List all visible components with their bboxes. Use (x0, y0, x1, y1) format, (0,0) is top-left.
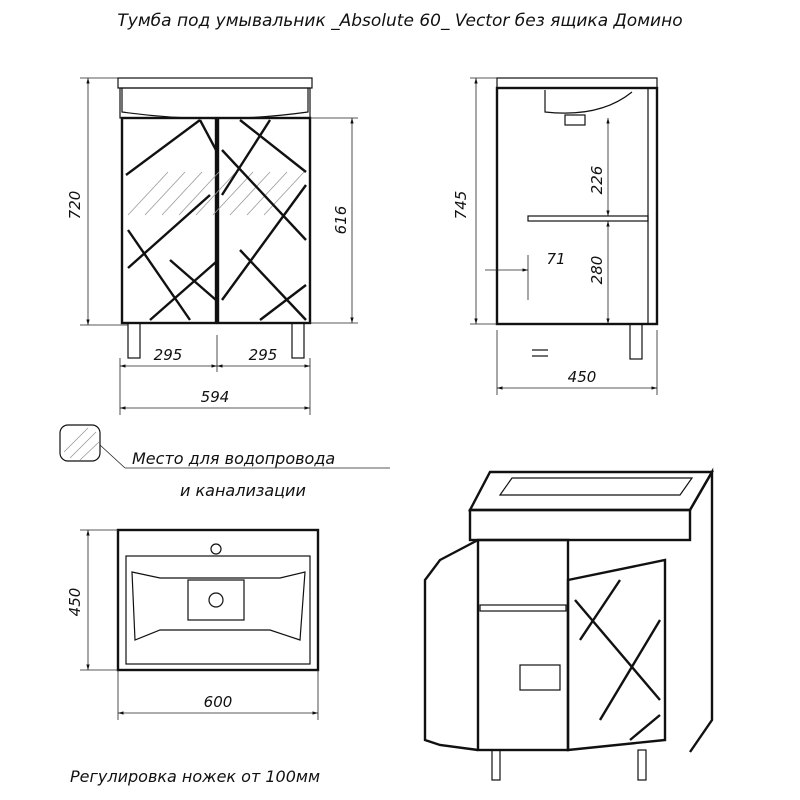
dim-front-height: 720 (66, 191, 84, 220)
top-view: 450 600 (66, 528, 320, 720)
plumbing-zone-hatch (127, 171, 305, 216)
legend: Место для водопровода и канализации (59, 424, 390, 500)
dim-top-width: 600 (204, 693, 233, 711)
dim-upper-gap: 226 (588, 166, 606, 195)
dim-lower-gap: 280 (588, 256, 606, 285)
dim-door-left-width: 295 (154, 346, 183, 364)
dim-side-offset: 71 (546, 250, 565, 268)
drawing-title: Тумба под умывальник _Absolute 60_ Vecto… (117, 11, 682, 31)
dim-side-height: 745 (452, 191, 470, 220)
dim-door-height: 616 (332, 206, 350, 235)
dim-front-width: 594 (201, 388, 230, 406)
dim-top-depth: 450 (66, 588, 84, 617)
legend-line1: Место для водопровода (132, 449, 335, 468)
legend-line2: и канализации (180, 481, 306, 500)
legend-hatch-swatch (59, 424, 101, 462)
perspective-view (423, 467, 715, 781)
side-view: 745 226 280 71 450 (452, 77, 659, 395)
dim-side-depth: 450 (568, 368, 597, 386)
footnote-leg-adjustment: Регулировка ножек от 100мм (70, 767, 320, 786)
front-view: 720 616 295 295 594 (66, 77, 358, 415)
door-pattern (125, 119, 307, 321)
dim-door-right-width: 295 (249, 346, 278, 364)
